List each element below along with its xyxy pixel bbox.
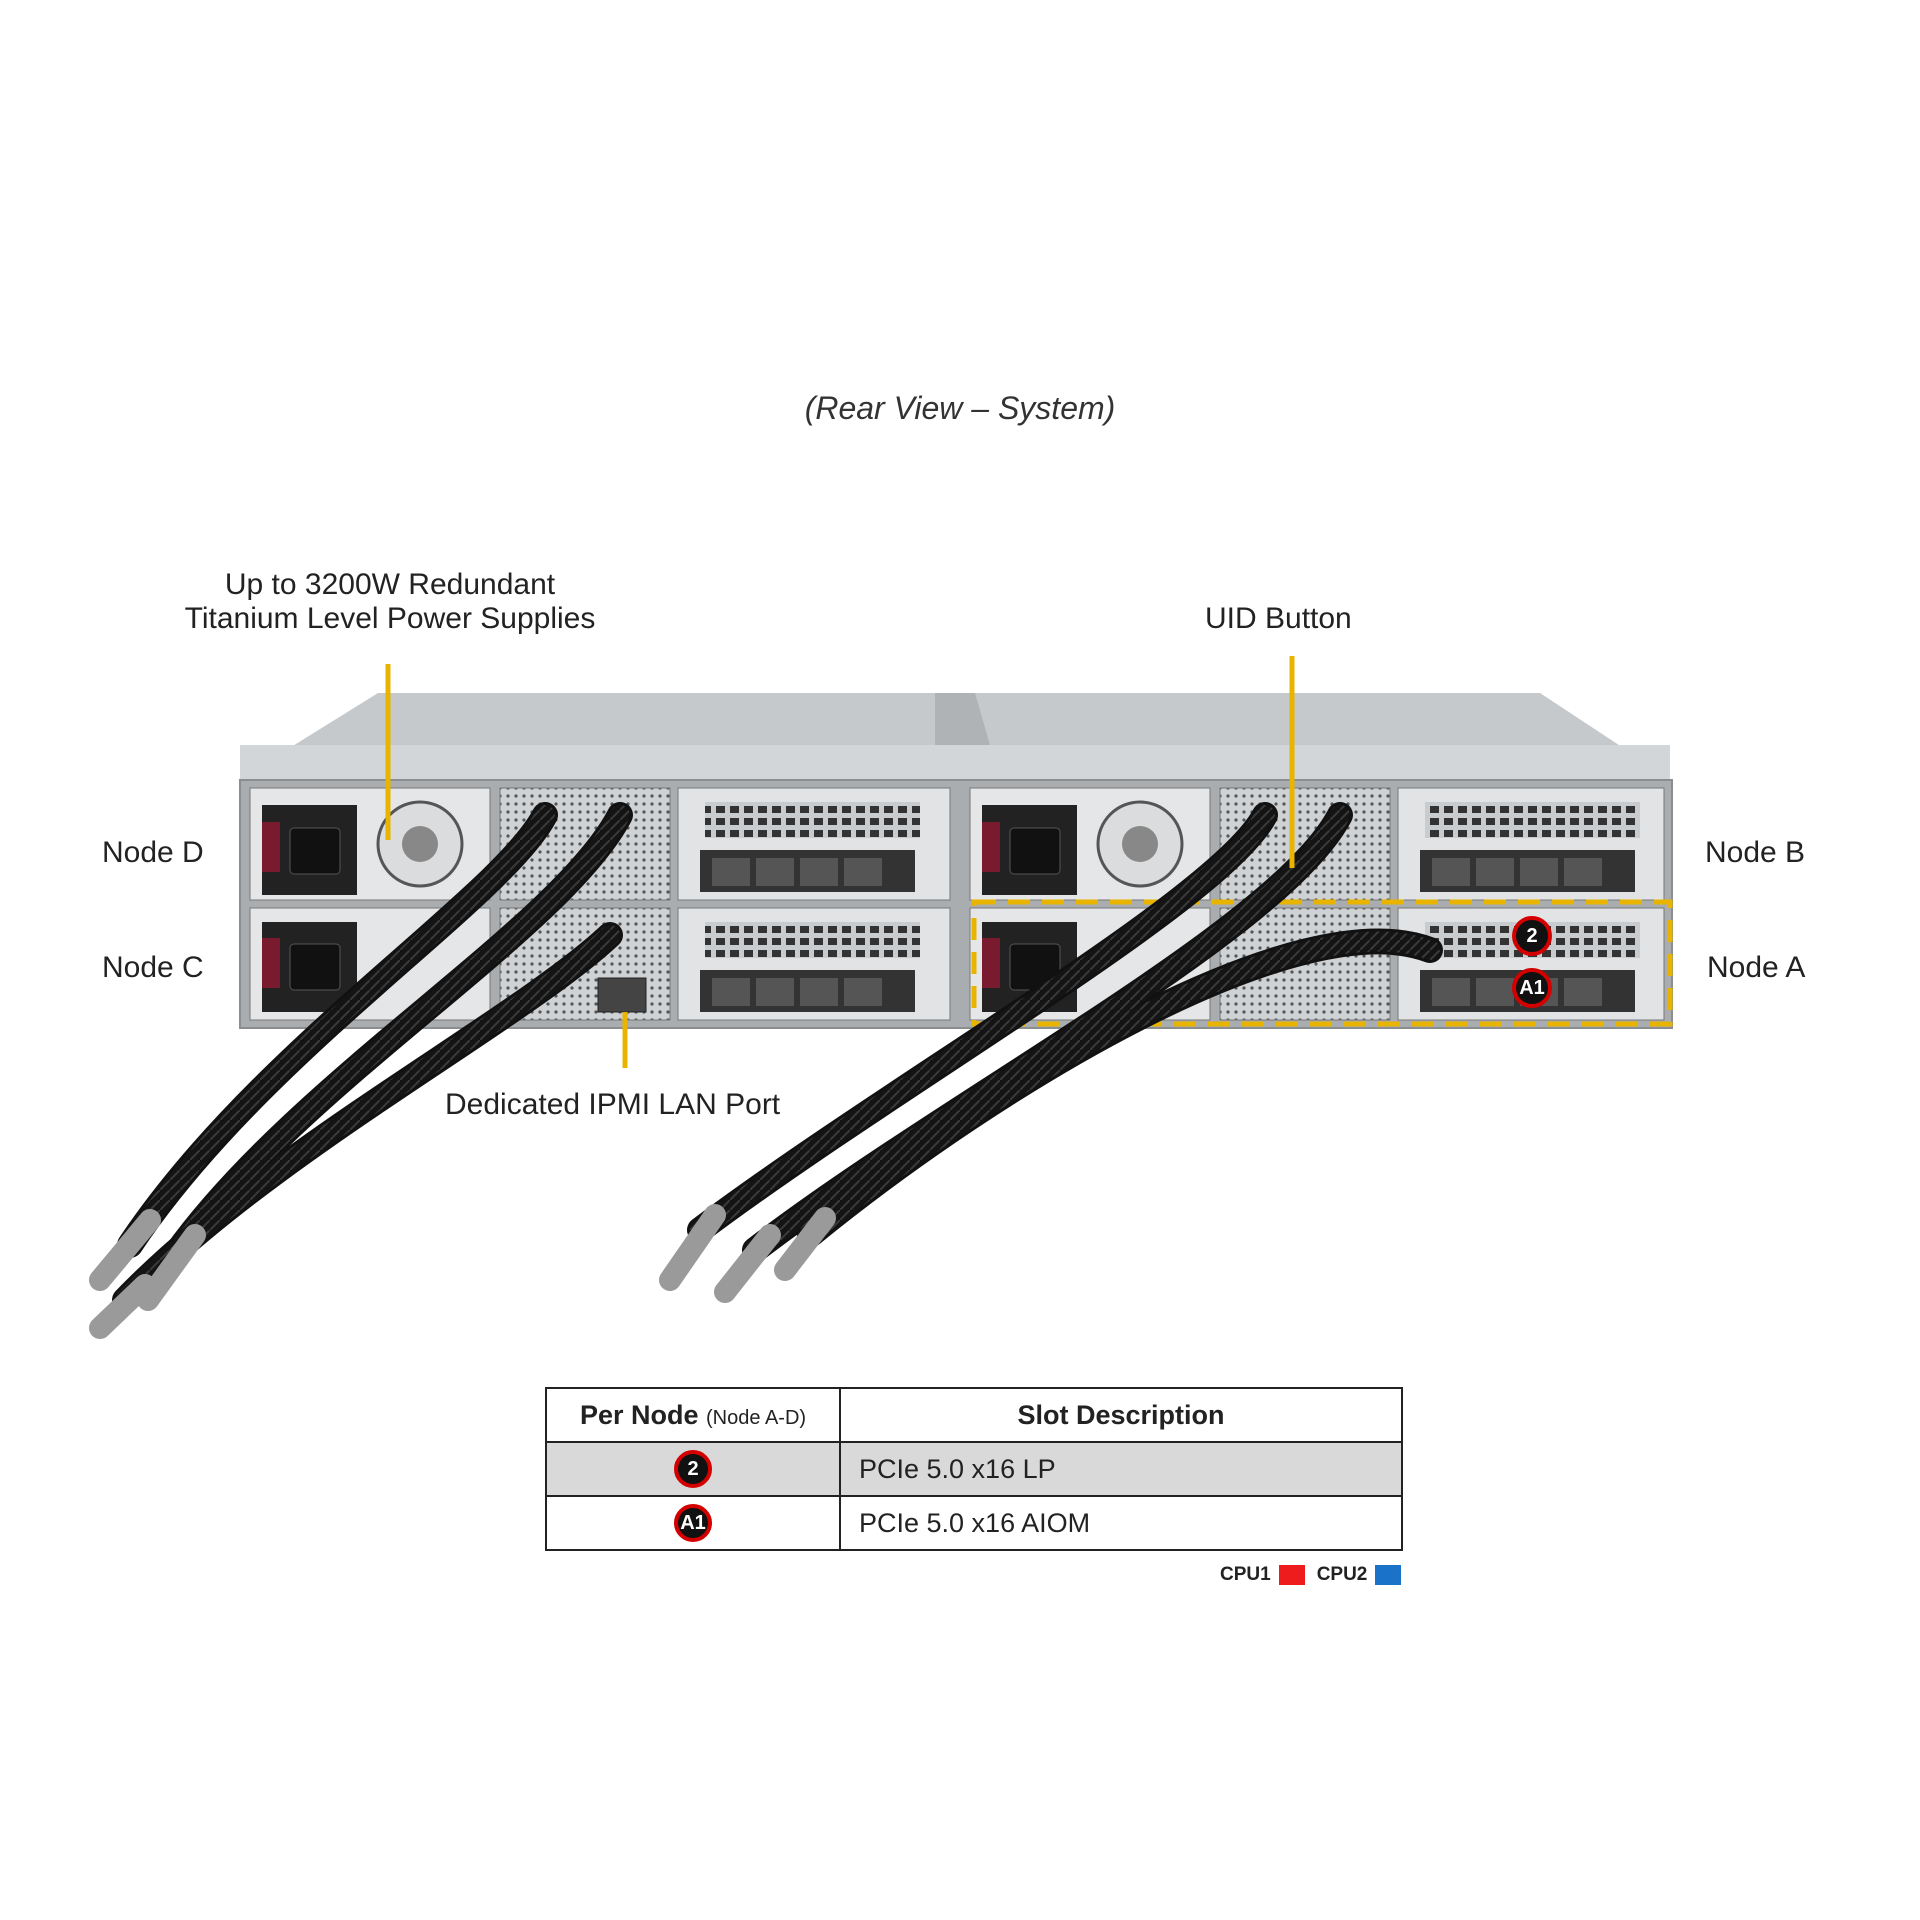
right-coolant-hoses (687, 802, 1443, 1263)
diagram-caption: (Rear View – System) (804, 390, 1116, 426)
slot-badge: A1 (674, 1504, 712, 1542)
cpu-legend: CPU1 CPU2 (1220, 1564, 1402, 1586)
ipmi-callout-label: Dedicated IPMI LAN Port (445, 1088, 781, 1121)
per-node-header-text: Per Node (579, 1399, 699, 1430)
uid-callout-label: UID Button (1205, 602, 1352, 635)
table-row: A1 PCIe 5.0 x16 AIOM (545, 1495, 1403, 1551)
slot-badge: 2 (674, 1450, 712, 1488)
right-hose-connectors (659, 1204, 836, 1303)
psu-callout-line1: Up to 3200W Redundant (224, 568, 556, 601)
psu-callout-label: Up to 3200W Redundant Titanium Level Pow… (160, 568, 620, 636)
cpu2-legend-swatch (1375, 1565, 1402, 1585)
table-header-slot-description: Slot Description (839, 1387, 1403, 1443)
node-c (249, 907, 951, 1021)
node-a-highlight (971, 899, 1673, 1027)
chassis-top (238, 693, 1672, 780)
left-hose-connectors (89, 1209, 206, 1339)
slot-description-table: Per Node (Node A-D) Slot Description 2 P… (545, 1387, 1403, 1551)
psu-callout-line2: Titanium Level Power Supplies (184, 602, 596, 635)
slot-2-badge: 2 (1512, 916, 1552, 956)
node-d-label: Node D (102, 836, 204, 869)
cpu2-legend-label: CPU2 (1316, 1564, 1368, 1585)
slot-a1-badge: A1 (1512, 968, 1552, 1008)
node-b-label: Node B (1705, 836, 1806, 869)
per-node-header-note: (Node A-D) (706, 1406, 807, 1429)
node-a-label: Node A (1707, 951, 1806, 984)
node-d (249, 787, 951, 901)
cpu1-legend-swatch (1278, 1565, 1305, 1585)
table-header-per-node: Per Node (Node A-D) (545, 1387, 841, 1443)
slot-description: PCIe 5.0 x16 AIOM (839, 1495, 1403, 1551)
table-row: 2 PCIe 5.0 x16 LP (545, 1441, 1403, 1497)
cpu1-legend-label: CPU1 (1220, 1564, 1271, 1585)
node-c-label: Node C (102, 951, 204, 984)
slot-description: PCIe 5.0 x16 LP (839, 1441, 1403, 1497)
